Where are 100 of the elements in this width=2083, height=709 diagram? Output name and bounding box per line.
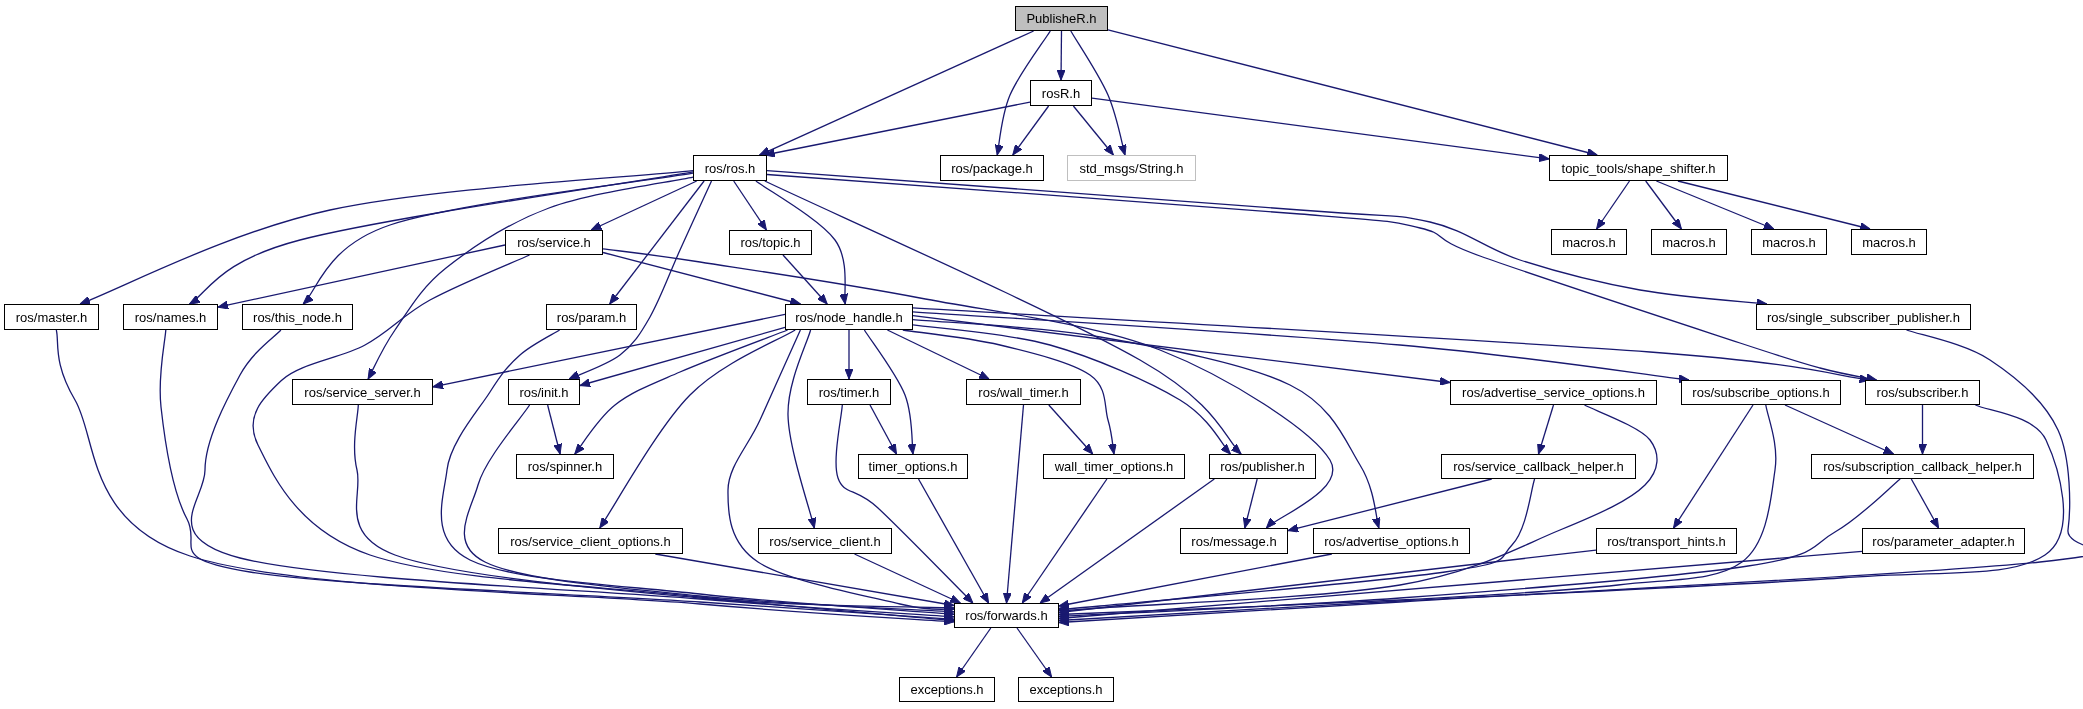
include-arrow bbox=[1655, 180, 1775, 230]
include-arrow bbox=[1287, 478, 1493, 533]
include-arrow bbox=[1595, 180, 1631, 230]
include-arrow bbox=[733, 180, 768, 231]
file-name: ros/service.h bbox=[517, 235, 591, 250]
include-arrow bbox=[787, 329, 817, 529]
file-name: ros/service_server.h bbox=[304, 384, 421, 400]
file-name: ros/param.h bbox=[556, 309, 627, 325]
file-name: rosR.h bbox=[1041, 85, 1081, 101]
file-box bbox=[858, 454, 968, 479]
file-box bbox=[1209, 454, 1316, 479]
include-arrow bbox=[994, 30, 1051, 156]
file-box bbox=[242, 304, 353, 330]
file-box bbox=[1015, 6, 1108, 31]
include-arrow bbox=[1057, 478, 1536, 613]
file-box bbox=[1450, 380, 1657, 405]
file-box bbox=[693, 155, 767, 181]
include-arrow bbox=[1002, 404, 1025, 604]
include-arrow bbox=[367, 176, 694, 380]
file-name: ros/message.h bbox=[1191, 533, 1277, 549]
include-arrow bbox=[902, 329, 1117, 455]
include-arrow bbox=[782, 254, 828, 305]
include-arrow bbox=[1910, 478, 1940, 529]
include-arrow bbox=[1107, 29, 1598, 157]
include-arrow bbox=[912, 324, 1232, 455]
include-arrow bbox=[1048, 404, 1094, 455]
file-name: ros/subscribe_options.h bbox=[1692, 385, 1830, 400]
include-arrow bbox=[440, 329, 955, 619]
file-name: macros.h bbox=[1762, 234, 1816, 250]
file-box bbox=[1018, 677, 1114, 702]
file-box bbox=[940, 155, 1044, 181]
file-name: ros/node_handle.h bbox=[795, 309, 903, 325]
include-arrow bbox=[1672, 404, 1754, 529]
file-name: ros/master.h bbox=[15, 309, 88, 325]
file-box bbox=[1030, 80, 1092, 106]
file-name: ros/service_client_options.h bbox=[510, 533, 671, 549]
file-box bbox=[966, 379, 1081, 405]
file-name: ros/timer.h bbox=[818, 384, 880, 400]
include-arrow bbox=[912, 311, 1690, 384]
include-arrow bbox=[579, 326, 786, 388]
include-arrow bbox=[844, 329, 854, 380]
file-box bbox=[505, 230, 603, 255]
file-box bbox=[516, 454, 614, 479]
file-name: macros.h bbox=[1862, 234, 1916, 250]
include-arrow bbox=[1677, 180, 1871, 231]
include-arrow bbox=[599, 329, 796, 529]
include-arrow bbox=[764, 180, 1242, 455]
file-box bbox=[546, 304, 637, 330]
include-arrow bbox=[912, 318, 1381, 529]
file-box bbox=[1067, 155, 1196, 181]
file-box bbox=[1441, 454, 1636, 479]
file-box bbox=[954, 603, 1059, 628]
file-box bbox=[1043, 454, 1185, 479]
file-name: ros/service_client.h bbox=[769, 533, 881, 549]
include-arrow bbox=[1039, 478, 1215, 604]
file-name: ros/subscription_callback_helper.h bbox=[1823, 459, 2022, 474]
include-arrow bbox=[1012, 105, 1050, 156]
file-name: ros/init.h bbox=[519, 384, 569, 400]
file-name: ros/names.h bbox=[134, 309, 207, 325]
include-arrow bbox=[1016, 627, 1053, 678]
file-name: timer_options.h bbox=[868, 459, 958, 474]
file-box bbox=[1756, 304, 1971, 330]
include-arrow bbox=[1242, 478, 1258, 529]
file-box bbox=[1851, 229, 1927, 255]
include-arrow bbox=[574, 329, 789, 455]
include-arrow bbox=[863, 329, 917, 455]
file-name: ros/parameter_adapter.h bbox=[1872, 533, 2015, 549]
file-name: ros/spinner.h bbox=[527, 459, 603, 474]
include-arrow bbox=[1918, 404, 1927, 455]
include-arrow bbox=[758, 30, 1035, 156]
include-arrow bbox=[917, 478, 990, 604]
include-arrow bbox=[568, 180, 713, 380]
file-box bbox=[1313, 528, 1470, 554]
file-box bbox=[4, 304, 99, 330]
include-arrow bbox=[1058, 550, 1863, 623]
file-box bbox=[498, 528, 683, 554]
include-arrow bbox=[1058, 553, 1333, 609]
file-name: ros/ros.h bbox=[704, 160, 756, 176]
include-arrow bbox=[1021, 478, 1108, 604]
file-name: ros/wall_timer.h bbox=[978, 384, 1069, 400]
file-name: ros/this_node.h bbox=[253, 309, 342, 325]
file-box bbox=[729, 230, 812, 255]
file-name: std_msgs/String.h bbox=[1079, 160, 1184, 176]
file-box bbox=[123, 304, 218, 330]
file-box bbox=[1681, 380, 1841, 405]
file-name: exceptions.h bbox=[1029, 682, 1103, 697]
file-name: ros/single_subscriber_publisher.h bbox=[1767, 309, 1960, 325]
file-box bbox=[1651, 229, 1727, 255]
include-arrow bbox=[602, 248, 1334, 529]
include-arrow bbox=[835, 404, 974, 604]
include-arrow bbox=[609, 180, 705, 305]
file-name: ros/topic.h bbox=[740, 235, 801, 250]
file-box bbox=[508, 379, 580, 405]
file-box bbox=[1751, 229, 1827, 255]
include-arrow bbox=[602, 251, 802, 306]
include-arrow bbox=[302, 172, 694, 305]
file-box bbox=[758, 528, 892, 554]
file-box bbox=[899, 677, 995, 702]
file-box bbox=[1551, 229, 1627, 255]
file-name: ros/transport_hints.h bbox=[1607, 533, 1726, 549]
